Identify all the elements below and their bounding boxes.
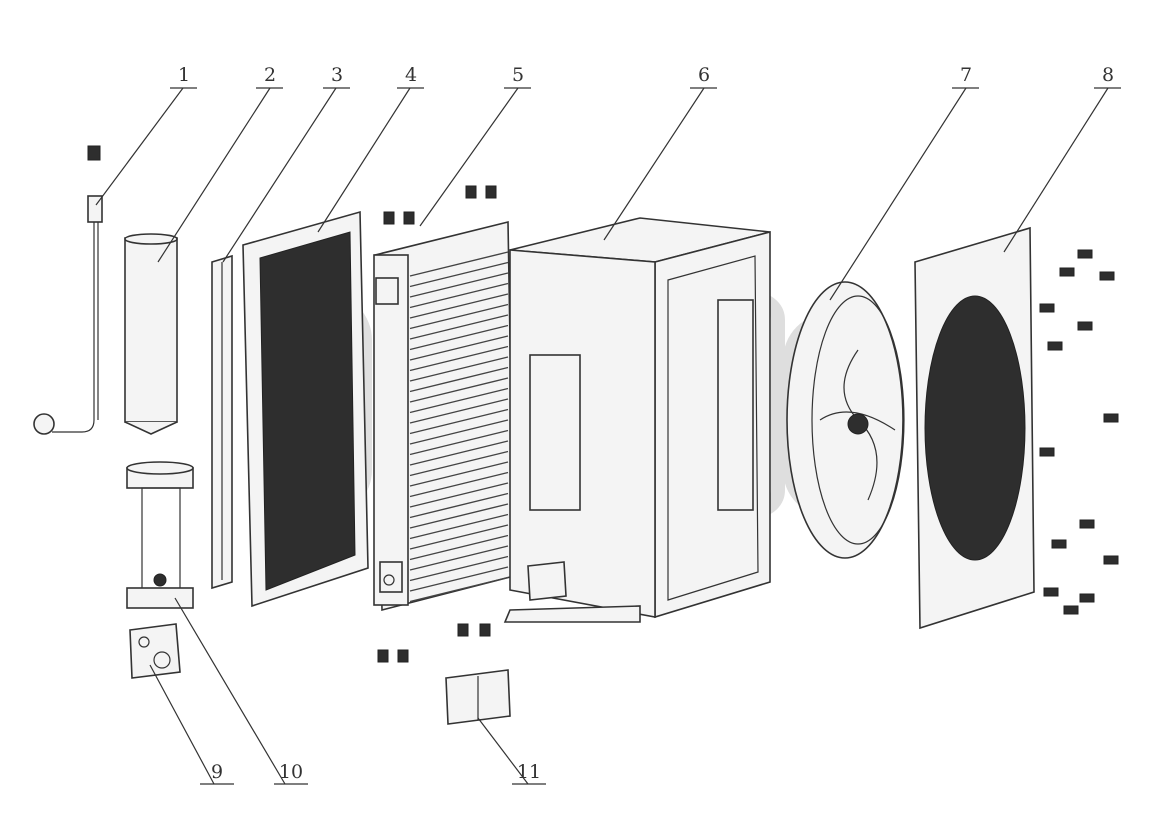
bolt [1103,413,1119,423]
core-fins [409,251,509,603]
part-9-plate [129,623,181,679]
callout-4: 4 [405,64,417,86]
core-fin [409,387,509,414]
part-1-pipe [33,145,103,435]
core-fin [409,419,509,445]
core-fin [409,471,509,498]
part-5-core [373,185,515,612]
bolt [1039,303,1055,313]
bolt [1047,341,1063,351]
core-fin [409,440,509,466]
core-fin [409,303,509,330]
callout-2: 2 [264,64,276,86]
callout-3: 3 [331,64,343,86]
bolt [1043,587,1059,597]
bolt [1059,267,1075,277]
part-2-cylinder [124,233,178,435]
callout-5: 5 [512,64,524,86]
core-fin [409,408,509,435]
bolt [1039,447,1055,457]
core-fin [409,398,509,424]
core-fin [409,450,509,477]
bolt [1063,605,1079,615]
core-fin [409,335,509,361]
core-fin [409,261,509,288]
core-fin [409,366,509,393]
core-fin [409,293,509,319]
core-fin [409,545,509,571]
part-3-strip [211,254,233,590]
core-fin [409,356,509,382]
core-fin [409,513,509,540]
callout-9: 9 [211,761,223,783]
callout-labels: 1 2 3 4 5 6 7 8 9 10 11 [178,64,1114,783]
bolts-right [1039,249,1119,615]
core-fin [409,429,509,456]
bolt [1079,519,1095,529]
core-fin [409,503,509,529]
core-fin [409,377,509,403]
core-fin [409,576,509,603]
core-fin [409,534,509,561]
callout-7: 7 [960,64,972,86]
core-fin [409,272,509,298]
part-10-bracket [126,461,194,609]
part-6-housing [503,217,771,623]
bolt [1077,321,1093,331]
core-fin [409,482,509,508]
core-fin [409,492,509,519]
bolt [1077,249,1093,259]
part-11-bracket [377,623,511,725]
core-fin [409,345,509,372]
bolt [1079,593,1095,603]
callout-6: 6 [698,64,710,86]
callout-10: 10 [279,761,303,783]
callout-11: 11 [517,761,541,783]
part-4-frame [242,210,369,608]
core-fin [409,524,509,550]
bolt [1103,555,1119,565]
bolt [1099,271,1115,281]
part-8-shroud [914,226,1035,630]
core-fin [409,566,509,592]
core-fin [409,251,509,277]
callout-8: 8 [1102,64,1114,86]
core-fin [409,461,509,487]
core-fin [409,324,509,351]
core-fin [409,555,509,582]
part-7-fan [786,281,905,559]
callout-1: 1 [178,64,190,86]
leader-lines [95,87,1121,785]
core-fin [409,314,509,340]
core-fin [409,282,509,309]
bolt [1051,539,1067,549]
